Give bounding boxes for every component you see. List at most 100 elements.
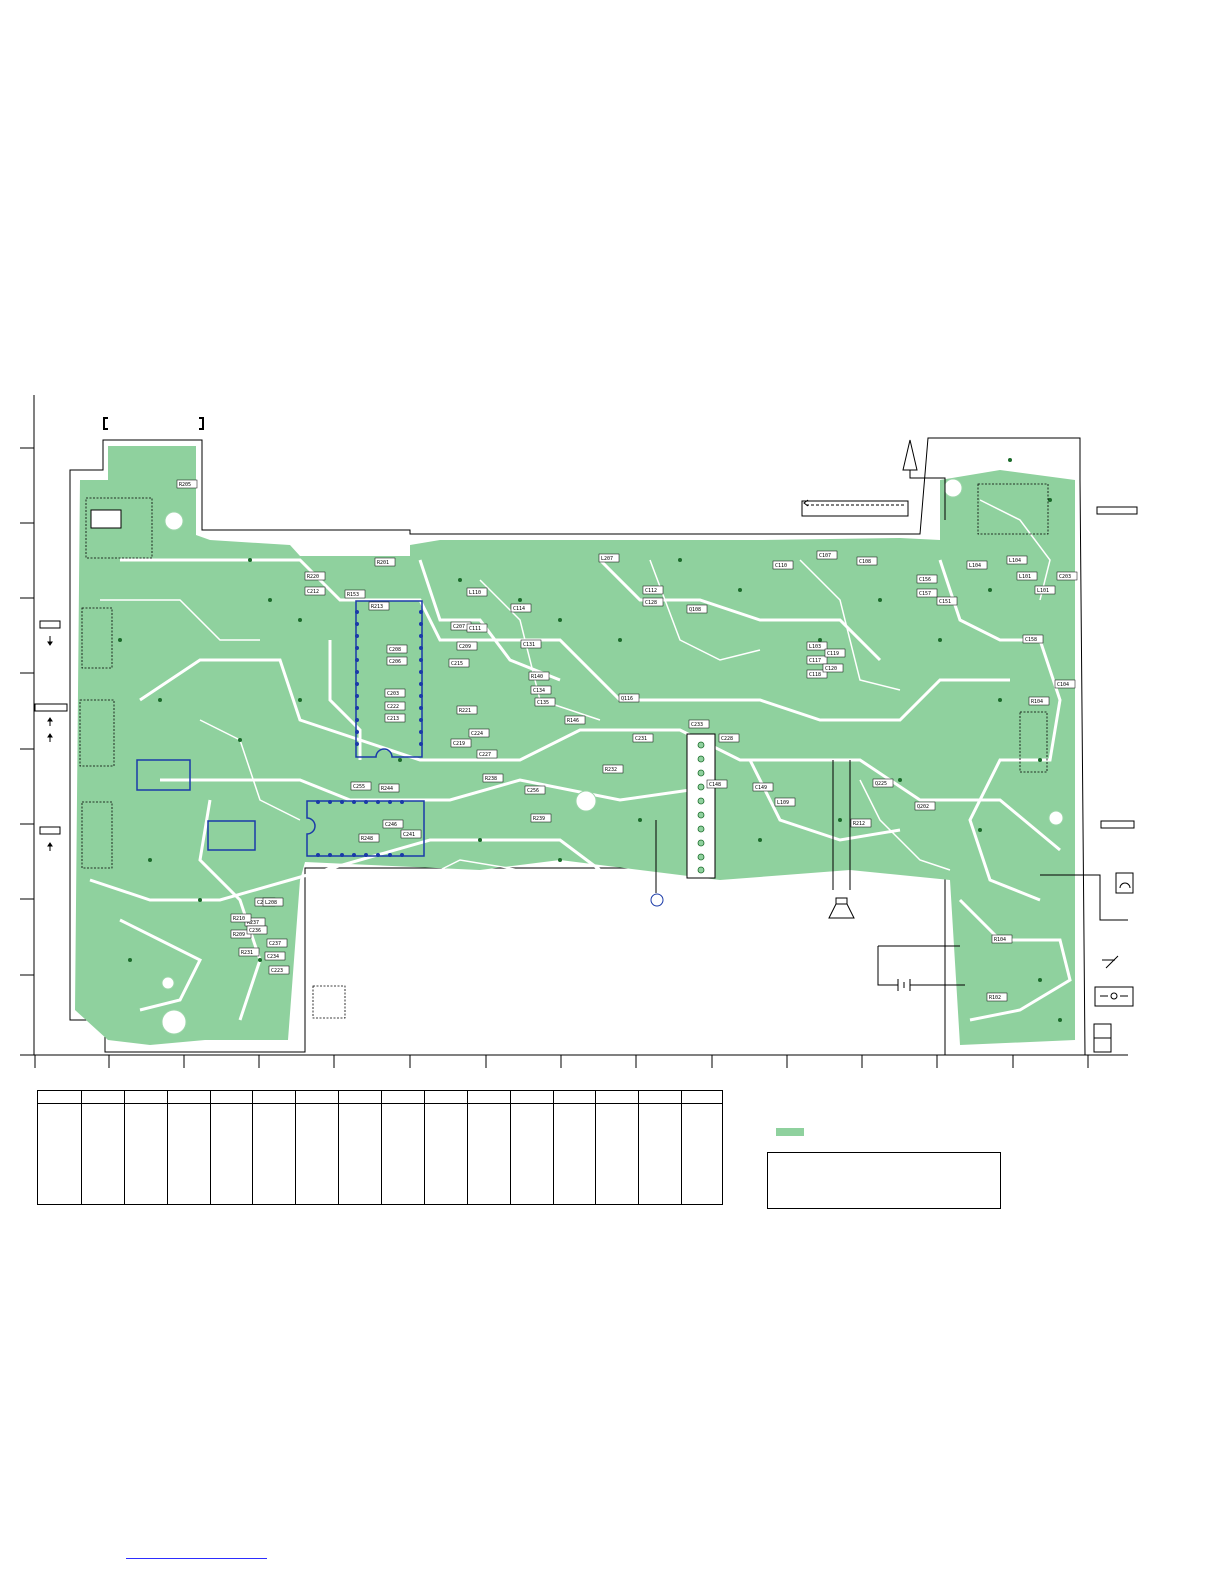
table-column-divider [210, 1091, 211, 1204]
component-label-box [856, 556, 878, 566]
component-label: C114 [513, 606, 525, 612]
component-label: Q108 [689, 607, 701, 613]
table-column-divider [681, 1091, 682, 1204]
test-point-marker [650, 893, 664, 907]
headphone-jack-icon [1040, 872, 1134, 921]
component-label: R209 [233, 932, 245, 938]
component-label-box [456, 705, 478, 715]
parts-location-table [37, 1090, 723, 1205]
component-label-box [382, 819, 404, 829]
plug-icon [1102, 955, 1119, 969]
component-label: C228 [721, 736, 733, 742]
component-label-box [991, 934, 1013, 944]
component-label-box [456, 641, 478, 651]
component-label-box [1028, 696, 1050, 706]
component-label-box [642, 597, 664, 607]
component-label-box [850, 818, 872, 828]
component-label: R239 [533, 816, 545, 822]
component-label: L101 [1019, 574, 1031, 580]
table-column-divider [595, 1091, 596, 1204]
component-label: L101 [1037, 588, 1049, 594]
ic-highlights [136, 600, 425, 857]
component-label: R238 [485, 776, 497, 782]
component-label: R248 [361, 836, 373, 842]
component-label-box [1034, 585, 1056, 595]
component-label: C241 [403, 832, 415, 838]
mounting-holes [161, 478, 1064, 1035]
component-label: C128 [645, 600, 657, 606]
component-label-box [602, 764, 624, 774]
component-label-box [772, 560, 794, 570]
component-label: C149 [755, 785, 767, 791]
solder-pads [118, 458, 1062, 1022]
ribbon-cable [801, 499, 909, 517]
component-label: C223 [271, 968, 283, 974]
component-label-box [824, 648, 846, 658]
speaker-icon [828, 760, 855, 919]
component-label: C131 [523, 642, 535, 648]
component-label-box [718, 733, 740, 743]
left-tab-2 [34, 703, 68, 712]
component-label: C119 [827, 651, 839, 657]
component-label: C118 [809, 672, 821, 678]
antenna-icon [902, 439, 946, 520]
component-label-box [262, 897, 284, 907]
component-label-box [466, 587, 488, 597]
component-label: C222 [387, 704, 399, 710]
component-label: C135 [537, 700, 549, 706]
component-label-box [1016, 571, 1038, 581]
component-label-box [936, 596, 958, 606]
component-label: C111 [469, 626, 481, 632]
component-label-box [1056, 571, 1078, 581]
component-label-box [238, 947, 260, 957]
left-ruler-ticks [20, 447, 34, 976]
note-box [767, 1152, 1001, 1209]
component-label-box [246, 925, 268, 935]
component-label: C134 [533, 688, 545, 694]
component-label-box [916, 588, 938, 598]
component-label: C209 [459, 644, 471, 650]
component-label-box [448, 658, 470, 668]
component-label-box [642, 585, 664, 595]
page-link-underline[interactable] [126, 1558, 267, 1559]
table-column-divider [124, 1091, 125, 1204]
component-label: R140 [531, 674, 543, 680]
component-label: R213 [371, 604, 383, 610]
component-label-box [774, 797, 796, 807]
component-label-box [482, 773, 504, 783]
component-label: C246 [385, 822, 397, 828]
component-label-box [564, 715, 586, 725]
component-label: C120 [825, 666, 837, 672]
component-label-box [374, 557, 396, 567]
component-label-box [752, 782, 774, 792]
component-label-box [344, 589, 366, 599]
component-label-box [510, 603, 532, 613]
component-label: C215 [451, 661, 463, 667]
component-label-box [266, 938, 288, 948]
right-tab-bottom [1100, 820, 1135, 829]
dc-jack-icon [1094, 986, 1134, 1007]
component-label: C213 [387, 716, 399, 722]
component-label: C227 [479, 752, 491, 758]
component-label-box [386, 644, 408, 654]
component-label-box [916, 574, 938, 584]
table-column-divider [638, 1091, 639, 1204]
component-label-box [520, 639, 542, 649]
component-label-box [304, 571, 326, 581]
component-label-box [1054, 679, 1076, 689]
component-label: C158 [1025, 637, 1037, 643]
component-label: C237 [269, 941, 281, 947]
top-left-pot [90, 509, 122, 529]
battery-symbol [877, 945, 965, 991]
component-label: C203 [1059, 574, 1071, 580]
component-label: C110 [775, 563, 787, 569]
component-label-box [530, 685, 552, 695]
component-label-box [368, 601, 390, 611]
component-label-box [450, 738, 472, 748]
connector-pins [697, 741, 705, 874]
component-label: C234 [267, 954, 279, 960]
component-label-box [466, 623, 488, 633]
component-label: C255 [353, 784, 365, 790]
component-label: R153 [347, 592, 359, 598]
